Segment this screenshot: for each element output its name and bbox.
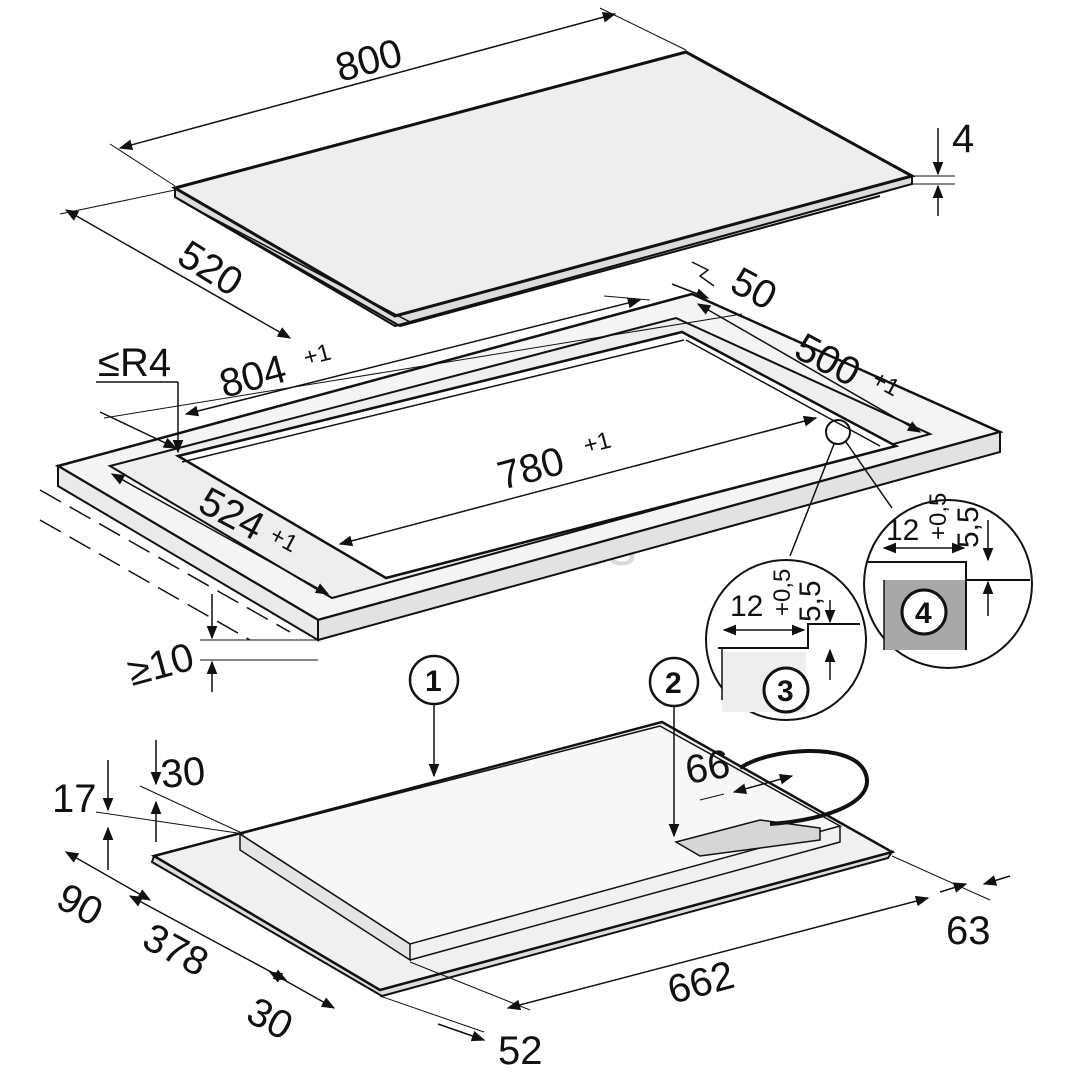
detail-3-width-tol: +0,5 bbox=[769, 569, 796, 616]
dim-corner-radius-label: ≤R4 bbox=[98, 341, 171, 385]
dim-body-height-label: 30 bbox=[159, 749, 207, 797]
dim-hob-width-label: 800 bbox=[331, 31, 407, 91]
dim-cable-offset: 66 bbox=[682, 742, 794, 801]
dim-body-height-front: 17 bbox=[52, 760, 245, 870]
detail-4-width-label: 12 bbox=[886, 514, 919, 547]
dim-cable-offset-label: 66 bbox=[682, 742, 733, 793]
detail-3-width-label: 12 bbox=[730, 590, 763, 623]
detail-3-badge bbox=[762, 666, 810, 714]
dim-body-depth-label: 378 bbox=[136, 915, 216, 985]
callout-1: 1 bbox=[408, 654, 460, 778]
callout-2-label: 2 bbox=[665, 667, 682, 700]
dim-body-width-label: 662 bbox=[663, 953, 739, 1013]
connection-box bbox=[674, 819, 821, 857]
detail-4-width-tol: +0,5 bbox=[925, 493, 952, 540]
dim-cutout-outer-width-tol: +1 bbox=[301, 339, 334, 372]
dim-body-height: 30 bbox=[139, 740, 245, 842]
dim-right-offset: 63 bbox=[891, 855, 1011, 953]
dim-glass-thickness: 4 bbox=[912, 117, 974, 216]
dim-cutout-outer-width-label: 804 bbox=[215, 347, 291, 407]
hob-glass-surface bbox=[171, 50, 916, 318]
dim-corner-radius: ≤R4 bbox=[96, 341, 184, 454]
dim-right-offset-label: 63 bbox=[946, 909, 991, 953]
hob-body bbox=[150, 720, 896, 998]
detail-4-depth-label: 5,5 bbox=[952, 506, 985, 548]
dim-hob-depth-label: 520 bbox=[170, 232, 250, 305]
dim-front-offset-label: 90 bbox=[50, 875, 110, 935]
dim-bottom-front-offset: 52 bbox=[379, 995, 543, 1073]
detail-4-badge-label: 4 bbox=[915, 597, 932, 630]
dim-worktop-thickness-label: ≥10 bbox=[123, 635, 199, 695]
hob-top-view bbox=[171, 50, 916, 328]
dim-bottom-left-offset-label: 30 bbox=[240, 989, 300, 1049]
dim-front-offset: 90 bbox=[50, 851, 152, 935]
dim-rear-offset-label: 50 bbox=[724, 259, 784, 319]
detail-4: 12 +0,5 5,5 4 bbox=[863, 493, 1033, 669]
detail-3-badge-label: 3 bbox=[777, 675, 794, 708]
callout-2: 2 bbox=[648, 656, 700, 838]
dim-bottom-left-offset: 30 bbox=[240, 971, 336, 1049]
detail-3: 12 +0,5 5,5 3 bbox=[705, 559, 867, 721]
power-cable bbox=[738, 748, 869, 826]
detail-4-badge bbox=[900, 588, 948, 636]
dim-bottom-front-offset-label: 52 bbox=[498, 1029, 543, 1073]
dim-body-height-front-label: 17 bbox=[52, 777, 97, 821]
dim-glass-thickness-label: 4 bbox=[952, 117, 974, 161]
callout-1-label: 1 bbox=[425, 665, 442, 698]
detail-3-depth-label: 5,5 bbox=[794, 580, 827, 622]
